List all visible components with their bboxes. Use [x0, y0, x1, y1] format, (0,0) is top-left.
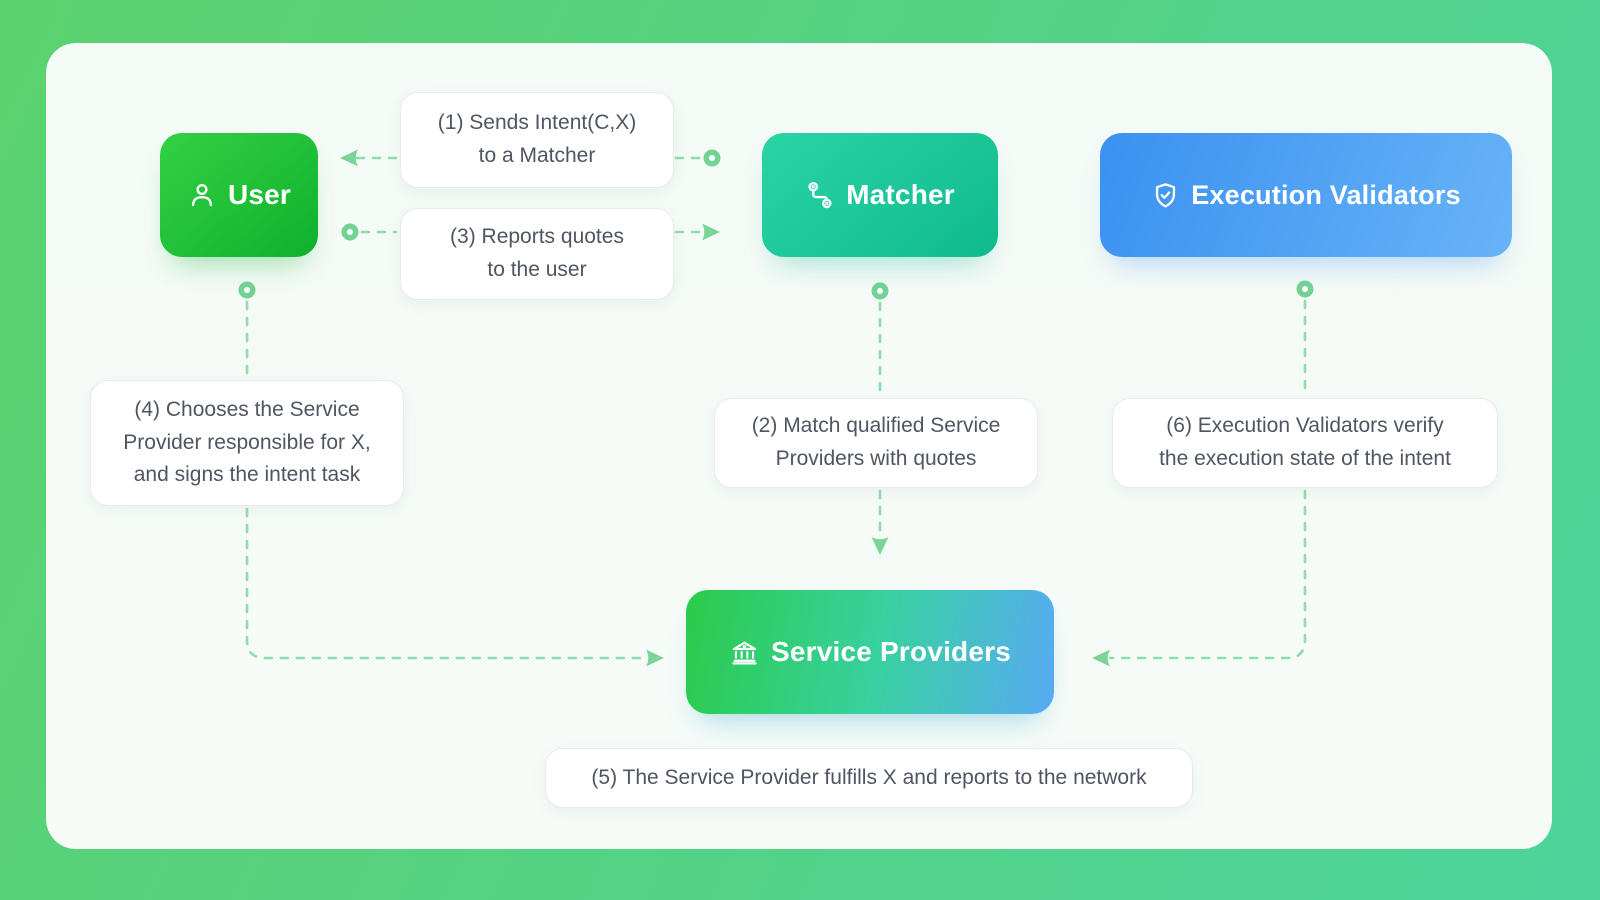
user-icon — [187, 180, 217, 210]
note-3-line-2: to the user — [487, 258, 587, 281]
note-3-reports-quotes: (3) Reports quotes to the user — [400, 208, 674, 300]
note-4-chooses-provider: (4) Chooses the Service Provider respons… — [90, 380, 404, 506]
execution-validators-label: Execution Validators — [1191, 179, 1461, 210]
note-6-validators-verify: (6) Execution Validators verify the exec… — [1112, 398, 1498, 488]
route-pins-icon — [805, 180, 835, 210]
user-node: User — [160, 133, 318, 257]
note-5-provider-fulfills: (5) The Service Provider fulfills X and … — [545, 748, 1193, 808]
shield-check-icon — [1151, 181, 1180, 210]
note-4-line-1: (4) Chooses the Service — [134, 398, 360, 422]
note-2-line-2: Providers with quotes — [775, 447, 977, 470]
note-5-line-1: (5) The Service Provider fulfills X and … — [591, 765, 1147, 789]
note-2-line-1: (2) Match qualified Service — [751, 414, 1001, 438]
execution-validators-node: Execution Validators — [1100, 133, 1512, 257]
service-providers-label: Service Providers — [771, 636, 1011, 667]
matcher-label: Matcher — [846, 179, 955, 210]
note-1-sends-intent: (1) Sends Intent(C,X) to a Matcher — [400, 92, 674, 188]
note-6-line-1: (6) Execution Validators verify — [1166, 414, 1444, 438]
note-6-line-2: the execution state of the intent — [1159, 447, 1451, 470]
bank-icon — [729, 637, 760, 668]
service-providers-node: Service Providers — [686, 590, 1054, 714]
note-4-line-3: and signs the intent task — [133, 463, 361, 487]
note-4-line-2: Provider responsible for X, — [123, 430, 371, 454]
note-1-line-2: to a Matcher — [478, 144, 596, 167]
matcher-node: Matcher — [762, 133, 998, 257]
note-3-line-1: (3) Reports quotes — [450, 225, 624, 249]
user-label: User — [227, 179, 292, 210]
note-1-line-1: (1) Sends Intent(C,X) — [437, 111, 637, 135]
note-2-match-providers: (2) Match qualified Service Providers wi… — [714, 398, 1038, 488]
